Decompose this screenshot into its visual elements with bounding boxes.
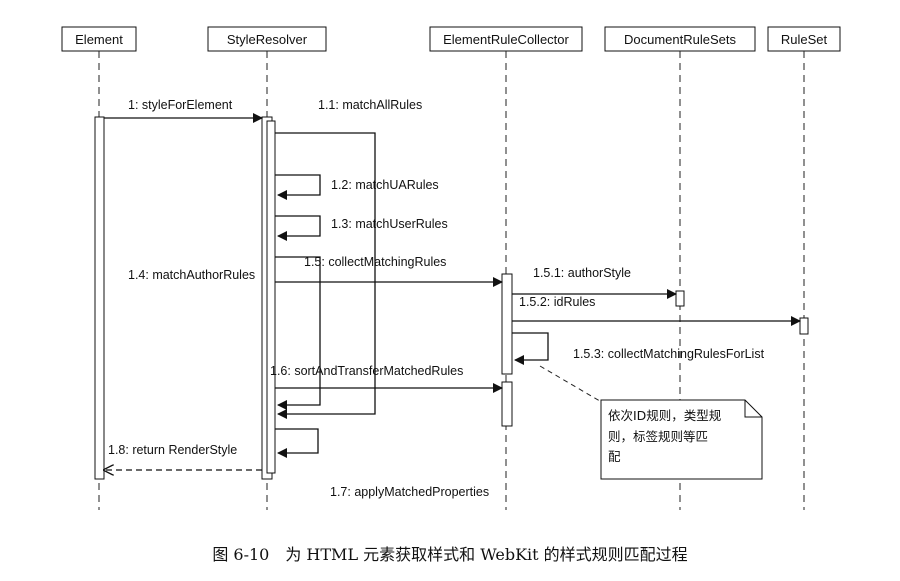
message-arrow-1-5-3: [512, 332, 549, 365]
note-line: 配: [608, 449, 621, 464]
figure-caption: 图 6-10 为 HTML 元素获取样式和 WebKit 的样式规则匹配过程: [212, 545, 687, 564]
note-box: 依次ID规则，类型规 则，标签规则等匹 配: [600, 399, 763, 480]
activation-bar-collector-2: [501, 381, 513, 427]
lifeline-header-ruleset: RuleSet: [767, 26, 841, 52]
message-label-1-5-2: 1.5.2: idRules: [519, 295, 595, 309]
activation-bar-ruleset: [799, 317, 809, 335]
lifeline-label: RuleSet: [781, 32, 828, 47]
message-label-1: 1: styleForElement: [128, 98, 233, 112]
message-label-1-2: 1.2: matchUARules: [331, 178, 439, 192]
message-arrow-1-4: [275, 256, 321, 410]
message-label-1-1: 1.1: matchAllRules: [318, 98, 422, 112]
activation-bar-styleresolver-nested: [266, 120, 276, 474]
message-label-1-8: 1.8: return RenderStyle: [108, 443, 237, 457]
lifeline-label: StyleResolver: [227, 32, 308, 47]
lifeline-header-documentrulesets: DocumentRuleSets: [604, 26, 756, 52]
lifeline-header-styleresolver: StyleResolver: [207, 26, 327, 52]
note-line: 则，标签规则等匹: [608, 429, 708, 444]
message-arrow-1-2: [275, 174, 321, 200]
activation-bar-element: [94, 116, 105, 480]
message-label-1-4: 1.4: matchAuthorRules: [128, 268, 255, 282]
lifeline-header-elementrulecollector: ElementRuleCollector: [429, 26, 583, 52]
message-arrow-1-7: [275, 428, 319, 458]
message-label-1-5-3: 1.5.3: collectMatchingRulesForList: [573, 347, 765, 361]
message-label-1-5: 1.5: collectMatchingRules: [304, 255, 446, 269]
note-line: 依次ID规则，类型规: [608, 408, 721, 423]
activation-bar-collector-1: [501, 273, 513, 375]
message-arrow-1-3: [275, 215, 321, 241]
lifeline-label: ElementRuleCollector: [443, 32, 569, 47]
message-label-1-3: 1.3: matchUserRules: [331, 217, 448, 231]
message-label-1-5-1: 1.5.1: authorStyle: [533, 266, 631, 280]
message-arrow-1-1: [275, 132, 376, 419]
message-label-1-6: 1.6: sortAndTransferMatchedRules: [270, 364, 463, 378]
message-label-1-7: 1.7: applyMatchedProperties: [330, 485, 489, 499]
lifeline-label: DocumentRuleSets: [624, 32, 736, 47]
activation-bar-documentrulesets: [675, 290, 685, 307]
note-connector: [539, 365, 611, 408]
lifeline-label: Element: [75, 32, 123, 47]
lifeline-header-element: Element: [61, 26, 137, 52]
